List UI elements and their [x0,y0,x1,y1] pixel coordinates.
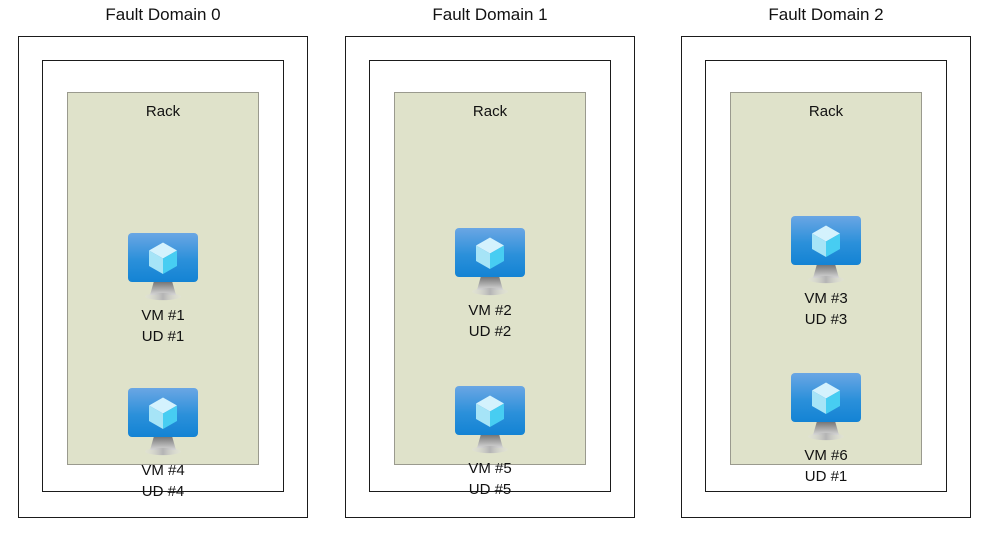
vm-update-domain-label: UD #2 [468,323,512,340]
vm-update-domain-label: UD #1 [141,328,185,345]
fault-domain-column-1: Fault Domain 1 Rack [345,0,635,533]
vm-node[interactable]: VM #3 UD #3 [731,210,921,330]
rack-label: Rack [808,103,844,120]
vm-name-label: VM #1 [141,307,185,324]
fault-domain-title: Fault Domain 1 [432,5,548,24]
vm-update-domain-label: UD #3 [804,311,848,328]
fault-domain-middle-box: Rack [705,60,947,492]
vm-update-domain-label: UD #1 [804,468,848,485]
fault-domain-title: Fault Domain 0 [105,5,221,24]
virtual-machine-icon [124,227,202,305]
vm-node[interactable]: VM #6 UD #1 [731,367,921,487]
vm-node[interactable]: VM #5 UD #5 [395,380,585,500]
fault-domain-title: Fault Domain 2 [768,5,884,24]
vm-update-domain-label: UD #5 [468,481,512,498]
virtual-machine-icon [124,382,202,460]
vm-name-label: VM #2 [468,302,512,319]
vm-name-label: VM #3 [804,290,848,307]
virtual-machine-icon [451,222,529,300]
fault-domain-middle-box: Rack [369,60,611,498]
vm-node[interactable]: VM #1 UD #1 [68,227,258,347]
virtual-machine-icon [787,210,865,288]
vm-name-label: VM #5 [468,460,512,477]
virtual-machine-icon [451,380,529,458]
vm-name-label: VM #6 [804,447,848,464]
fault-domain-middle-box: Rack [42,60,284,500]
vm-update-domain-label: UD #4 [141,483,185,500]
rack-container: Rack [394,92,586,498]
rack-label: Rack [472,103,508,120]
rack-container: Rack [67,92,259,500]
vm-node[interactable]: VM #4 UD #4 [68,382,258,502]
virtual-machine-icon [787,367,865,445]
fault-domain-column-0: Fault Domain 0 Rack [18,0,308,533]
vm-name-label: VM #4 [141,462,185,479]
fault-domain-outer-box: Rack [681,36,971,518]
fault-domain-outer-box: Rack [18,36,308,518]
fault-domain-column-2: Fault Domain 2 Rack [681,0,971,533]
rack-label: Rack [145,103,181,120]
fault-domain-outer-box: Rack [345,36,635,518]
vm-node[interactable]: VM #2 UD #2 [395,222,585,342]
rack-container: Rack [730,92,922,485]
